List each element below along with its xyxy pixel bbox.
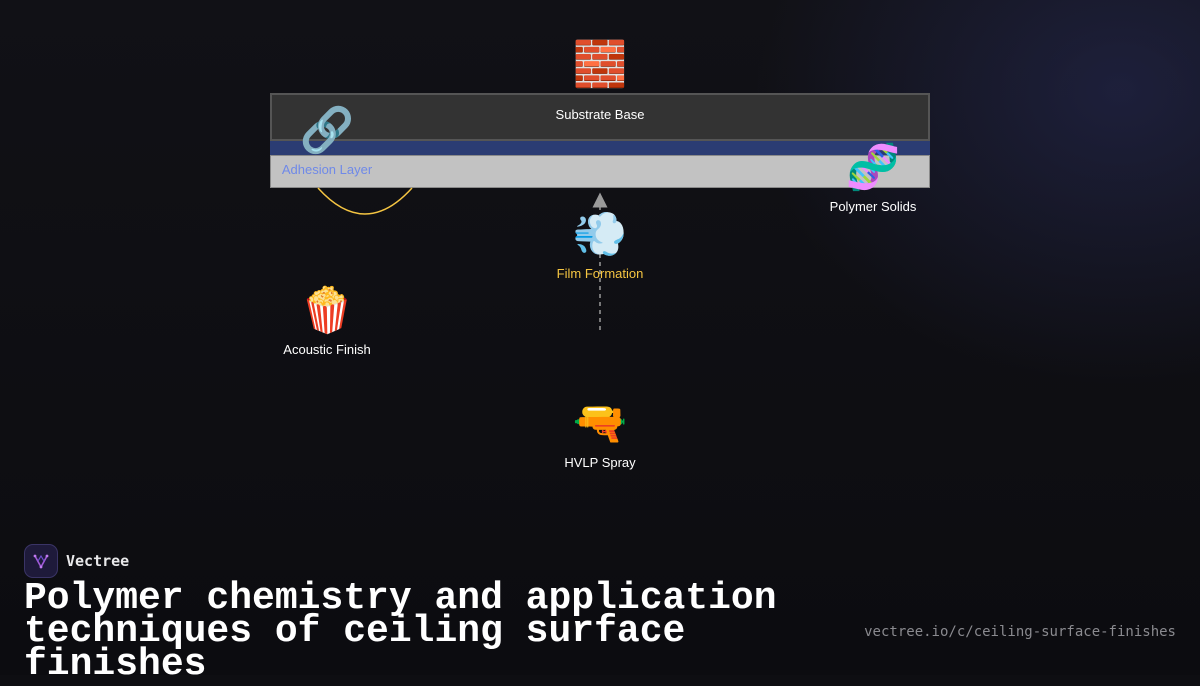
substrate-layer: Substrate Base <box>270 93 930 141</box>
adhesion-label: Adhesion Layer <box>281 162 373 177</box>
dash-wind-icon: 💨 <box>572 209 628 260</box>
brand: Vectree <box>24 544 129 578</box>
popcorn-icon: 🍿 <box>299 285 355 336</box>
page-title: Polymer chemistry and application techni… <box>24 577 777 686</box>
spray-node: 🔫 HVLP Spray <box>564 398 636 471</box>
film-formation-label: Film Formation <box>556 266 644 281</box>
spray-label: HVLP Spray <box>564 455 636 470</box>
acoustic-node: 🍿 Acoustic Finish <box>283 285 371 358</box>
polymer-layer-band <box>270 155 930 188</box>
spray-gun-icon: 🔫 <box>572 398 628 449</box>
brand-name: Vectree <box>66 552 130 570</box>
adhesion-curve-connector <box>317 187 413 215</box>
link-icon: 🔗 <box>299 105 355 156</box>
film-formation-node: 💨 Film Formation <box>556 209 644 282</box>
dna-icon: 🧬 <box>845 142 901 193</box>
source-url: vectree.io/c/ceiling-surface-finishes <box>864 624 1176 640</box>
polymer-node: 🧬 Polymer Solids <box>829 142 917 215</box>
adhesion-node: 🔗 Adhesion Layer <box>281 105 373 178</box>
acoustic-label: Acoustic Finish <box>283 342 371 357</box>
adhesion-layer-band <box>270 141 930 155</box>
vectree-logo-icon <box>24 544 58 578</box>
substrate-node: 🧱 <box>573 40 628 90</box>
substrate-layer-label: Substrate Base <box>555 107 645 122</box>
polymer-label: Polymer Solids <box>829 199 917 214</box>
brick-icon: 🧱 <box>572 39 628 90</box>
